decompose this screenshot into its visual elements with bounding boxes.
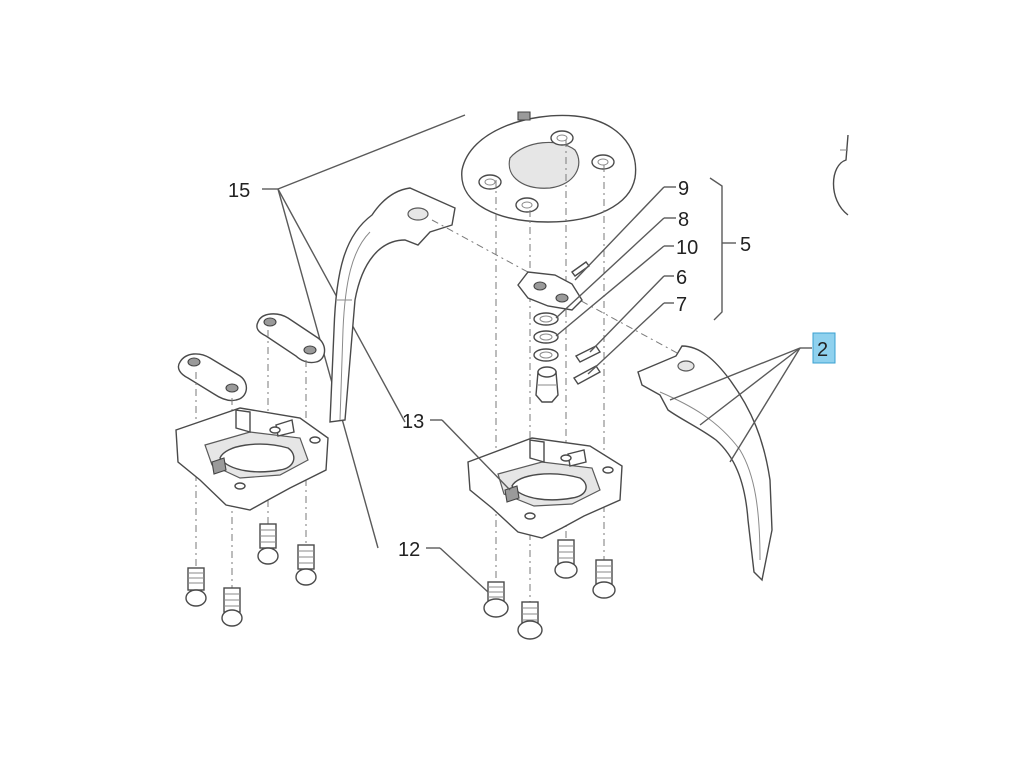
bolt-center-4: [592, 559, 616, 599]
tine-blade-right: [637, 345, 773, 582]
label-5: 5: [740, 234, 751, 256]
label-8: 8: [678, 209, 689, 231]
bolt-left-4: [295, 544, 317, 586]
link-plate-upper: [256, 313, 326, 364]
washer-3: [533, 348, 559, 362]
label-12: 12: [398, 539, 420, 561]
label-6: 6: [676, 267, 687, 289]
bolt-center-2: [517, 601, 543, 640]
bolt-center-3: [554, 539, 578, 579]
label-15: 15: [228, 180, 250, 202]
bolt-left-1: [185, 567, 207, 607]
highlight-box: [812, 332, 836, 364]
label-10: 10: [676, 237, 698, 259]
link-plate-lower: [177, 353, 247, 402]
label-9: 9: [678, 178, 689, 200]
partial-part-right-edge: [832, 134, 849, 216]
tine-holder-center: [467, 437, 623, 539]
bolt-left-3: [257, 523, 279, 565]
flange-plate: [461, 111, 637, 223]
label-2: 2: [817, 339, 828, 361]
label-13: 13: [402, 411, 424, 433]
bolt-center-1: [483, 581, 509, 618]
clamp-piece: [517, 271, 583, 311]
bolt-left-2: [221, 587, 243, 627]
spring-pin-7: [572, 365, 602, 385]
center-bolt: [535, 366, 559, 403]
tine-holder-left: [175, 407, 329, 511]
label-7: 7: [676, 294, 687, 316]
tine-blade-left: [329, 187, 456, 423]
washer-2: [533, 330, 559, 344]
washer-1: [533, 312, 559, 326]
spring-pin-6: [574, 345, 602, 363]
